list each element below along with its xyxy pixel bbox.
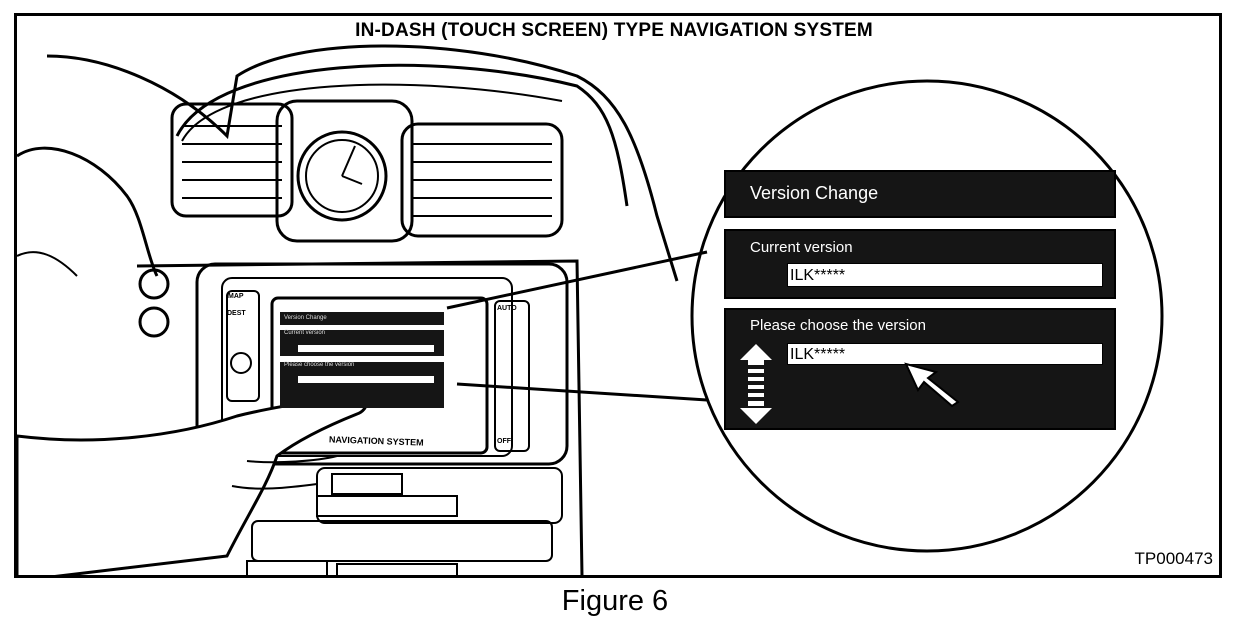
reference-code: TP000473 (1134, 549, 1213, 568)
current-version-label: Current version (750, 239, 853, 256)
mini-screen-title: Version Change (280, 312, 444, 325)
version-option-field[interactable]: ILK***** (787, 343, 1103, 365)
down-arrow-icon (740, 408, 772, 424)
mini-current-field (298, 345, 434, 352)
map-button-label: MAP (228, 293, 244, 300)
mini-current-label: Current version (284, 330, 326, 336)
choose-version-panel: Please choose the version ILK***** (724, 308, 1116, 430)
figure-caption: Figure 6 (561, 585, 669, 617)
up-down-scroll-arrows[interactable] (736, 342, 776, 426)
mini-choose-label: Please choose the version (284, 362, 355, 368)
screen-title-bar: Version Change (724, 170, 1116, 218)
dest-button-label: DEST (227, 310, 246, 317)
pointer-cursor-icon (904, 362, 960, 408)
dashboard-illustration (17, 44, 1164, 575)
choose-version-label: Please choose the version (750, 317, 926, 334)
up-arrow-icon (740, 344, 772, 360)
diagram-title: IN-DASH (TOUCH SCREEN) TYPE NAVIGATION S… (355, 20, 873, 41)
screen-title: Version Change (750, 183, 879, 203)
off-button-label: OFF (497, 438, 511, 445)
mini-choose-panel: Please choose the version (280, 362, 444, 408)
magnified-version-change-screen: Version Change Current version ILK***** … (724, 160, 1116, 436)
current-version-field: ILK***** (787, 263, 1103, 287)
auto-button-label: AUTO (497, 305, 517, 312)
mini-current-version-panel: Current version (280, 330, 444, 356)
mini-choose-field (298, 376, 434, 383)
current-version-panel: Current version ILK***** (724, 229, 1116, 299)
dash-touch-screen: Version Change Current version Please ch… (272, 306, 450, 418)
finger-hand-illustration (17, 392, 369, 575)
